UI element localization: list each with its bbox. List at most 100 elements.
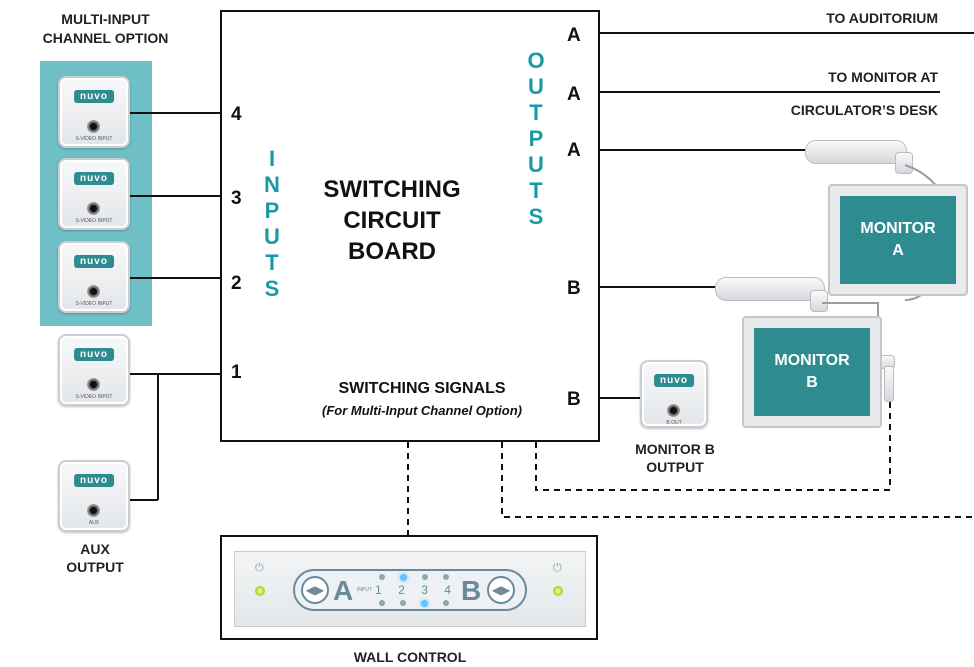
- power-icon-left: ⏻: [255, 562, 264, 574]
- input-port-4: 4: [231, 104, 242, 125]
- indicator-dot-icon: [422, 574, 428, 580]
- output-port-b-monitor: B: [567, 278, 581, 299]
- monitor-b: MONITOR B: [742, 316, 882, 428]
- nuvo-logo: nuvo: [74, 348, 114, 361]
- monitor-b-output-line2: OUTPUT: [646, 459, 704, 475]
- device-tag: S-VIDEO INPUT: [75, 136, 113, 142]
- monitor-b-label-line1: MONITOR: [774, 352, 850, 369]
- power-icon-right: ⏻: [553, 562, 562, 574]
- output-port-a-auditorium: A: [567, 25, 581, 46]
- inputs-letter: T: [265, 250, 279, 275]
- outputs-vertical-label: O U T P U T S: [524, 48, 548, 230]
- svideo-jack-icon: [87, 202, 100, 215]
- indicator-dot-icon: [443, 600, 449, 606]
- board-title-line3: BOARD: [348, 238, 436, 265]
- board-title: SWITCHING CIRCUIT BOARD: [307, 174, 477, 267]
- output-port-a-desk: A: [567, 84, 581, 105]
- input-device-4: nuvo S-VIDEO INPUT: [58, 76, 130, 148]
- inputs-letter: S: [264, 276, 280, 301]
- indicator-dot-icon: [379, 600, 385, 606]
- to-auditorium-label: TO AUDITORIUM: [826, 10, 938, 26]
- top-indicator-row: [379, 574, 449, 582]
- multi-input-label-line2: CHANNEL OPTION: [42, 30, 169, 46]
- aux-device: nuvo AUX: [58, 460, 130, 532]
- switching-signals-subtitle: (For Multi-Input Channel Option): [321, 403, 522, 418]
- input-port-1: 1: [231, 362, 242, 383]
- input-device-3: nuvo S-VIDEO INPUT: [58, 158, 130, 230]
- input-device-1: nuvo S-VIDEO INPUT: [58, 334, 130, 406]
- monitor-a-screen: MONITOR A: [840, 196, 956, 284]
- input-number-2[interactable]: 2: [398, 583, 405, 597]
- to-monitor-label: TO MONITOR AT: [828, 69, 938, 85]
- wall-control-plate: ⏻ ⏻ ◀▶ A INPUT 1 2 3 4: [234, 551, 586, 627]
- select-a-button[interactable]: ◀▶: [301, 576, 329, 604]
- inputs-letter: N: [264, 172, 280, 197]
- multi-input-label-line1: MULTI-INPUT: [61, 11, 150, 27]
- monitor-b-arm-joint-icon: [810, 290, 828, 312]
- monitor-a-label-line1: MONITOR: [860, 220, 936, 237]
- circulators-desk-label: CIRCULATOR’S DESK: [790, 102, 938, 118]
- device-tag: S-VIDEO INPUT: [75, 218, 113, 224]
- device-tag: S-VIDEO INPUT: [75, 301, 113, 307]
- outputs-letter: O: [527, 48, 545, 73]
- monitor-b-handle-icon: [884, 366, 894, 402]
- aux-output-line2: OUTPUT: [66, 559, 124, 575]
- outputs-letter: T: [529, 178, 543, 203]
- device-tag: AUX: [88, 520, 100, 526]
- outputs-letter: T: [529, 100, 543, 125]
- indicator-dot-lit-icon: [400, 574, 407, 581]
- inputs-vertical-label: I N P U T S: [260, 146, 284, 302]
- wall-control-box: ⏻ ⏻ ◀▶ A INPUT 1 2 3 4: [220, 535, 598, 640]
- inputs-letter: I: [268, 146, 276, 171]
- monitor-b-arm-icon: [715, 277, 825, 301]
- device-tag: B OUT: [666, 420, 682, 426]
- outputs-letter: U: [528, 152, 544, 177]
- b-out-jack-icon: [667, 404, 680, 417]
- switching-signals-title: SWITCHING SIGNALS: [338, 380, 506, 397]
- indicator-dot-icon: [400, 600, 406, 606]
- inputs-letter: U: [264, 224, 280, 249]
- aux-output-label: AUX OUTPUT: [45, 540, 145, 576]
- input-number-4[interactable]: 4: [444, 583, 451, 597]
- input-port-3: 3: [231, 188, 242, 209]
- wall-control-label: WALL CONTROL: [353, 649, 467, 665]
- board-title-line2: CIRCUIT: [343, 207, 441, 234]
- led-left-icon: [255, 586, 265, 596]
- led-right-icon: [553, 586, 563, 596]
- monitor-b-output-label: MONITOR B OUTPUT: [610, 440, 740, 476]
- aux-output-line1: AUX: [80, 541, 110, 557]
- nuvo-logo: nuvo: [654, 374, 694, 387]
- svideo-jack-icon: [87, 120, 100, 133]
- multi-input-label: MULTI-INPUT CHANNEL OPTION: [8, 10, 203, 48]
- indicator-dot-lit-icon: [421, 600, 428, 607]
- input-device-2: nuvo S-VIDEO INPUT: [58, 241, 130, 313]
- outputs-letter: U: [528, 74, 544, 99]
- svideo-jack-icon: [87, 378, 100, 391]
- monitor-b-screen: MONITOR B: [754, 328, 870, 416]
- indicator-dot-icon: [379, 574, 385, 580]
- input-port-2: 2: [231, 273, 242, 294]
- outputs-letter: S: [528, 204, 544, 229]
- svideo-jack-icon: [87, 285, 100, 298]
- input-number-1[interactable]: 1: [375, 583, 382, 597]
- monitor-a-label-line2: A: [892, 242, 904, 259]
- monitor-a-dashed: [501, 442, 974, 518]
- device-tag: S-VIDEO INPUT: [75, 394, 113, 400]
- input-numbers: 1 2 3 4: [375, 583, 451, 599]
- output-port-b-output: B: [567, 389, 581, 410]
- select-b-button[interactable]: ◀▶: [487, 576, 515, 604]
- output-port-a-monitor: A: [567, 140, 581, 161]
- input-text: INPUT: [357, 587, 372, 593]
- monitor-b-dashed: [535, 372, 891, 491]
- inputs-letter: P: [264, 198, 280, 223]
- bottom-indicator-row: [379, 600, 449, 608]
- monitor-b-label-line2: B: [806, 374, 818, 391]
- switching-circuit-board: SWITCHING CIRCUIT BOARD I N P U T S O U …: [220, 10, 600, 442]
- nuvo-logo: nuvo: [74, 255, 114, 268]
- monitor-a-arm-joint-icon: [895, 152, 913, 174]
- outputs-letter: P: [528, 126, 544, 151]
- board-title-line1: SWITCHING: [323, 176, 461, 203]
- input-number-3[interactable]: 3: [421, 583, 428, 597]
- channel-selector[interactable]: ◀▶ A INPUT 1 2 3 4 B ◀▶: [293, 569, 527, 611]
